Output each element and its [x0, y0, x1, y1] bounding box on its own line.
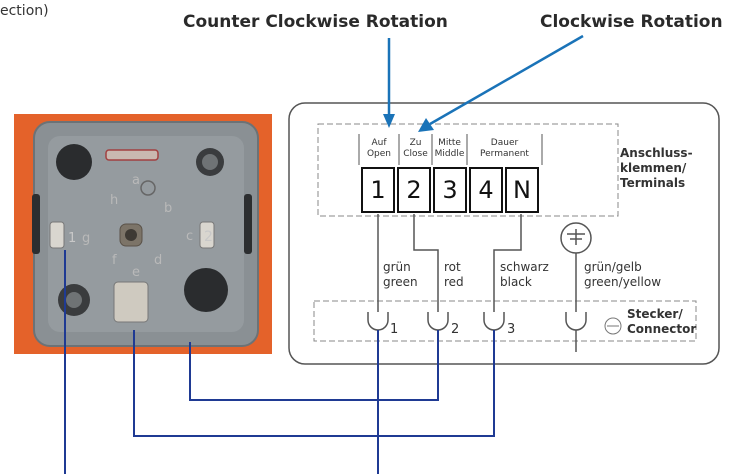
header-close-en: Close: [403, 149, 428, 159]
wire-label-green: grün green: [383, 260, 418, 290]
cw-rotation-label: Clockwise Rotation: [540, 12, 723, 32]
controller-outline: [288, 102, 720, 365]
terminals-title-line1: Anschluss-: [620, 146, 693, 160]
terminal-header-middle: Mitte Middle: [432, 138, 467, 160]
terminal-header-permanent: Dauer Permanent: [467, 138, 542, 160]
photo-mark-d: d: [154, 253, 162, 268]
header-open-de: Auf: [371, 138, 387, 148]
wire-green-yellow-de: grün/gelb: [584, 260, 642, 274]
terminals-title-line3: Terminals: [620, 176, 686, 190]
wire-label-black: schwarz black: [500, 260, 549, 290]
header-middle-de: Mitte: [438, 138, 461, 148]
wire-black-en: black: [500, 275, 532, 289]
photo-mark-h: h: [110, 193, 118, 208]
photo-mark-f: f: [112, 253, 117, 268]
header-open-en: Open: [366, 149, 392, 159]
plug-photo-drawing: h a b c d e f g 1 2: [32, 121, 259, 347]
earth-ground-icon: [560, 222, 592, 254]
connector-pin-1: 1: [390, 322, 399, 337]
header-close-de: Zu: [409, 138, 422, 148]
photo-mark-1: 1: [68, 231, 76, 246]
wire-label-green-yellow: grün/gelb green/yellow: [584, 260, 661, 290]
connector-outline: [313, 300, 697, 342]
photo-mark-e: e: [132, 265, 140, 280]
wire-black-de: schwarz: [500, 260, 549, 274]
wire-green-yellow-en: green/yellow: [584, 275, 662, 289]
wire-label-red: rot red: [444, 260, 464, 290]
terminal-header-close: Zu Close: [399, 138, 432, 160]
wire-red-en: red: [444, 275, 464, 289]
wire-red-de: rot: [444, 260, 461, 274]
wire-pin2: [189, 330, 439, 401]
terminal-n: N: [505, 167, 539, 213]
terminal-block-outline: [317, 123, 619, 217]
photo-mark-b: b: [164, 201, 172, 216]
connector-title: Stecker/ Connector: [627, 307, 696, 337]
connector-title-line2: Connector: [627, 322, 697, 336]
photo-mark-a: a: [132, 173, 140, 188]
terminal-1: 1: [361, 167, 395, 213]
terminal-4: 4: [469, 167, 503, 213]
connector-title-line1: Stecker/: [627, 307, 683, 321]
terminal-3: 3: [433, 167, 467, 213]
terminal-header-open: Auf Open: [360, 138, 398, 160]
connector-pin-2: 2: [451, 322, 460, 337]
terminals-title-line2: klemmen/: [620, 161, 687, 175]
wire-green-en: green: [383, 275, 418, 289]
cw-arrow: [429, 34, 584, 126]
connector-ground-icon: [604, 317, 622, 335]
wire-pin3: [133, 330, 495, 437]
partial-caption: ection): [0, 3, 49, 19]
terminal-2: 2: [397, 167, 431, 213]
plug-photo: h a b c d e f g 1 2: [14, 114, 272, 354]
photo-mark-g: g: [82, 231, 90, 246]
wire-green-de: grün: [383, 260, 411, 274]
photo-mark-2: 2: [204, 229, 213, 245]
ccw-rotation-label: Counter Clockwise Rotation: [183, 12, 448, 32]
header-permanent-en: Permanent: [480, 149, 529, 159]
terminals-title: Anschluss- klemmen/ Terminals: [620, 146, 693, 191]
header-permanent-de: Dauer: [490, 138, 519, 148]
header-middle-en: Middle: [434, 149, 465, 159]
connector-pin-3: 3: [507, 322, 516, 337]
photo-mark-c: c: [186, 229, 193, 244]
